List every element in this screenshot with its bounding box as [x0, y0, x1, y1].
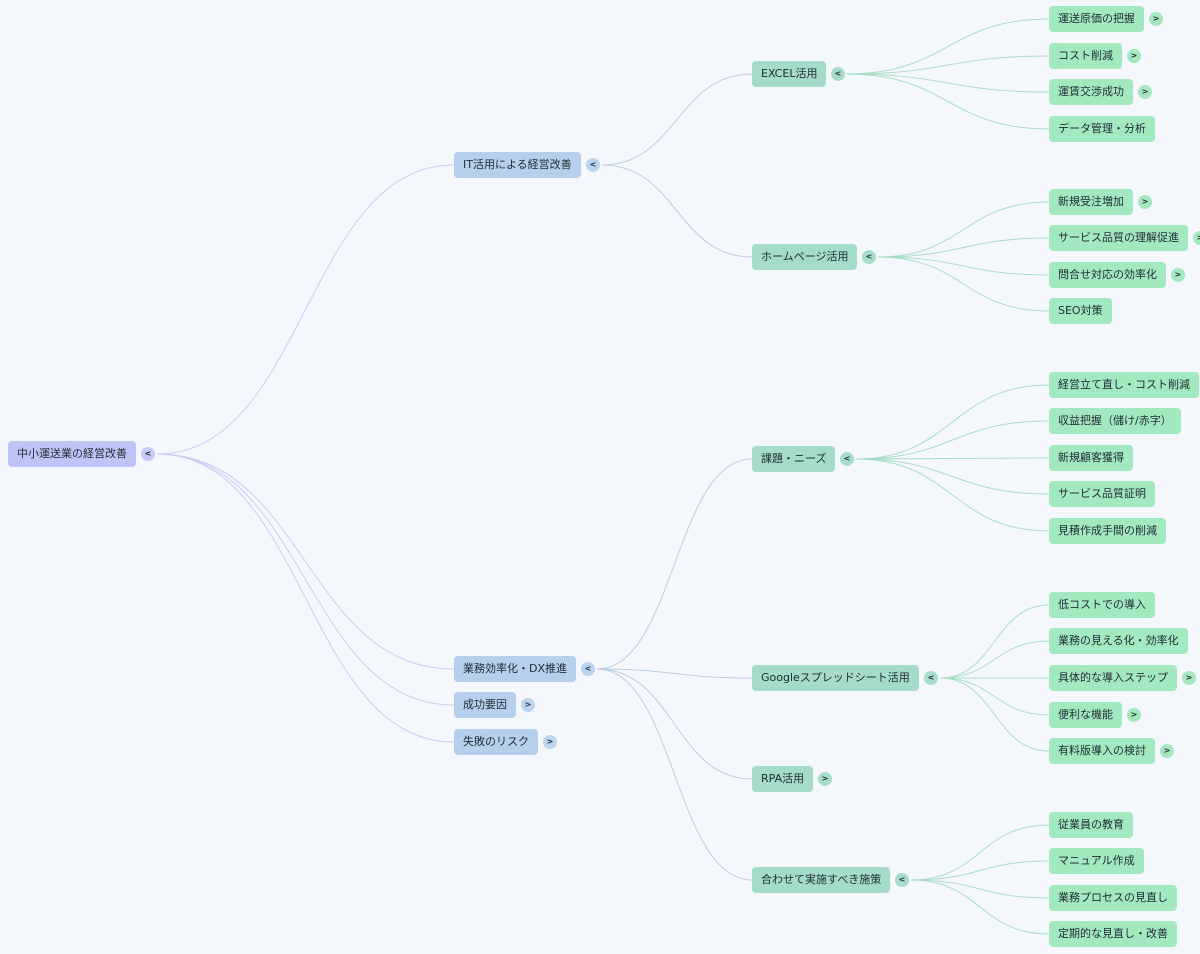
- topic-node-hp2[interactable]: サービス品質の理解促進: [1049, 225, 1188, 251]
- link-gss-g5: [939, 677, 1050, 752]
- link-excel-ex2: [846, 55, 1050, 75]
- topic-node-rpa[interactable]: RPA活用: [752, 766, 814, 792]
- link-root-dx: [156, 453, 455, 670]
- collapse-toggle-hp[interactable]: <: [862, 250, 876, 264]
- link-dx-kadai: [596, 458, 753, 670]
- topic-node-a3[interactable]: 業務プロセスの見直し: [1049, 885, 1177, 911]
- topic-node-k1[interactable]: 経営立て直し・コスト削減: [1049, 372, 1199, 398]
- topic-node-kadai[interactable]: 課題・ニーズ: [752, 446, 836, 472]
- topic-node-awase[interactable]: 合わせて実施すべき施策: [752, 867, 891, 893]
- link-dx-rpa: [596, 668, 753, 780]
- topic-node-ex2[interactable]: コスト削減: [1049, 43, 1122, 69]
- link-kadai-k4: [855, 458, 1050, 495]
- topic-node-shippai[interactable]: 失敗のリスク: [454, 729, 538, 755]
- link-kadai-k5: [855, 458, 1050, 532]
- link-root-seiko: [156, 453, 455, 706]
- topic-node-g3[interactable]: 具体的な導入ステップ: [1049, 665, 1177, 691]
- expand-toggle-ex2[interactable]: >: [1127, 49, 1141, 63]
- collapse-toggle-gss[interactable]: <: [924, 671, 938, 685]
- link-gss-g4: [939, 677, 1050, 716]
- topic-node-g4[interactable]: 便利な機能: [1049, 702, 1122, 728]
- topic-node-k4[interactable]: サービス品質証明: [1049, 481, 1155, 507]
- expand-toggle-g3[interactable]: >: [1182, 671, 1196, 685]
- topic-node-dx[interactable]: 業務効率化・DX推進: [454, 656, 577, 682]
- expand-toggle-shippai[interactable]: >: [543, 735, 557, 749]
- topic-node-hp1[interactable]: 新規受注増加: [1049, 189, 1133, 215]
- topic-node-k2[interactable]: 収益把握（儲け/赤字）: [1049, 408, 1181, 434]
- expand-toggle-hp1[interactable]: >: [1138, 195, 1152, 209]
- collapse-toggle-dx[interactable]: <: [581, 662, 595, 676]
- link-hp-hp3: [877, 256, 1050, 276]
- topic-node-ex4[interactable]: データ管理・分析: [1049, 116, 1155, 142]
- link-hp-hp1: [877, 201, 1050, 258]
- topic-node-ex1[interactable]: 運送原価の把握: [1049, 6, 1144, 32]
- expand-toggle-rpa[interactable]: >: [818, 772, 832, 786]
- root-topic-node[interactable]: 中小運送業の経営改善: [8, 441, 136, 467]
- topic-node-k3[interactable]: 新規顧客獲得: [1049, 445, 1133, 471]
- topic-node-it[interactable]: IT活用による経営改善: [454, 152, 581, 178]
- collapse-toggle-awase[interactable]: <: [895, 873, 909, 887]
- link-awase-a1: [910, 824, 1050, 881]
- topic-node-k5[interactable]: 見積作成手間の削減: [1049, 518, 1166, 544]
- topic-node-g1[interactable]: 低コストでの導入: [1049, 592, 1155, 618]
- link-excel-ex4: [846, 73, 1050, 130]
- link-gss-g1: [939, 604, 1050, 679]
- topic-node-excel[interactable]: EXCEL活用: [752, 61, 827, 87]
- topic-node-a1[interactable]: 従業員の教育: [1049, 812, 1133, 838]
- link-kadai-k1: [855, 384, 1050, 460]
- topic-node-hp4[interactable]: SEO対策: [1049, 298, 1112, 324]
- link-hp-hp2: [877, 237, 1050, 258]
- topic-node-a2[interactable]: マニュアル作成: [1049, 848, 1144, 874]
- link-dx-gss: [596, 668, 753, 679]
- expand-toggle-g4[interactable]: >: [1127, 708, 1141, 722]
- link-dx-awase: [596, 668, 753, 881]
- topic-node-gss[interactable]: Googleスプレッドシート活用: [752, 665, 919, 691]
- link-root-shippai: [156, 453, 455, 743]
- link-gss-g2: [939, 640, 1050, 679]
- link-excel-ex3: [846, 73, 1050, 93]
- topic-node-ex3[interactable]: 運賃交渉成功: [1049, 79, 1133, 105]
- topic-node-hp3[interactable]: 問合せ対応の効率化: [1049, 262, 1166, 288]
- topic-node-g5[interactable]: 有料版導入の検討: [1049, 738, 1155, 764]
- link-awase-a4: [910, 879, 1050, 935]
- link-hp-hp4: [877, 256, 1050, 312]
- expand-toggle-seiko[interactable]: >: [521, 698, 535, 712]
- expand-toggle-g5[interactable]: >: [1160, 744, 1174, 758]
- topic-node-a4[interactable]: 定期的な見直し・改善: [1049, 921, 1177, 947]
- topic-node-hp[interactable]: ホームページ活用: [752, 244, 858, 270]
- collapse-toggle-it[interactable]: <: [586, 158, 600, 172]
- link-excel-ex1: [846, 18, 1050, 75]
- topic-node-g2[interactable]: 業務の見える化・効率化: [1049, 628, 1188, 654]
- expand-toggle-ex3[interactable]: >: [1138, 85, 1152, 99]
- collapse-toggle-root[interactable]: <: [141, 447, 155, 461]
- link-it-hp: [601, 164, 753, 258]
- link-awase-a2: [910, 860, 1050, 881]
- link-awase-a3: [910, 879, 1050, 899]
- expand-toggle-hp3[interactable]: >: [1171, 268, 1185, 282]
- topic-node-seiko[interactable]: 成功要因: [454, 692, 516, 718]
- link-it-excel: [601, 73, 753, 166]
- link-kadai-k3: [855, 457, 1050, 460]
- link-kadai-k2: [855, 420, 1050, 460]
- collapse-toggle-excel[interactable]: <: [831, 67, 845, 81]
- expand-toggle-hp2[interactable]: >: [1193, 231, 1200, 245]
- link-root-it: [156, 164, 455, 455]
- collapse-toggle-kadai[interactable]: <: [840, 452, 854, 466]
- expand-toggle-ex1[interactable]: >: [1149, 12, 1163, 26]
